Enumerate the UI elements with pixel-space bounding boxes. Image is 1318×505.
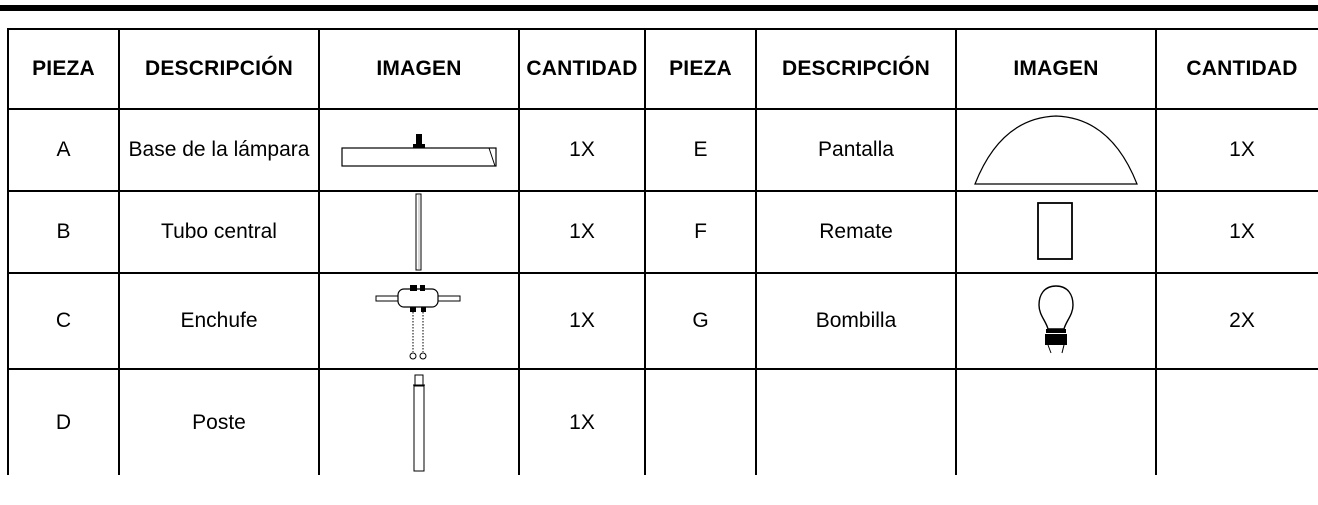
quantity-cell [1155,368,1318,475]
piece-cell: D [7,368,120,475]
header-piece-2: PIEZA [644,28,757,110]
image-cell [318,190,520,274]
image-cell [318,272,520,370]
quantity-cell: 1X [518,190,646,274]
post-icon [413,374,425,471]
piece-cell: C [7,272,120,370]
finial-icon [1037,202,1073,260]
center-tube-icon [415,193,422,271]
piece-cell [644,368,757,475]
description-cell: Poste [118,368,320,475]
description-cell: Enchufe [118,272,320,370]
image-cell [955,368,1157,475]
header-description-2: DESCRIPCIÓN [755,28,957,110]
description-cell [755,368,957,475]
image-cell [955,108,1157,192]
piece-cell: A [7,108,120,192]
table-row: B Tubo central 1X F Remate 1X [7,190,1318,274]
table-row: A Base de la lámpara 1X E Pantalla 1X [7,108,1318,192]
piece-cell: G [644,272,757,370]
header-piece: PIEZA [7,28,120,110]
header-image-2: IMAGEN [955,28,1157,110]
table-row: C Enchufe 1X G Bombilla [7,272,1318,370]
description-cell: Pantalla [755,108,957,192]
image-cell [955,190,1157,274]
image-cell [955,272,1157,370]
top-rule [0,5,1318,11]
quantity-cell: 2X [1155,272,1318,370]
header-image: IMAGEN [318,28,520,110]
table-row: D Poste 1X [7,368,1318,475]
piece-cell: F [644,190,757,274]
quantity-cell: 1X [1155,190,1318,274]
socket-icon [375,285,461,360]
description-cell: Tubo central [118,190,320,274]
description-cell: Bombilla [755,272,957,370]
lampshade-icon [974,115,1138,185]
description-cell: Remate [755,190,957,274]
parts-table: PIEZA DESCRIPCIÓN IMAGEN CANTIDAD PIEZA … [7,28,1318,475]
piece-cell: B [7,190,120,274]
light-bulb-icon [1038,285,1074,354]
header-quantity: CANTIDAD [518,28,646,110]
piece-cell: E [644,108,757,192]
header-quantity-2: CANTIDAD [1155,28,1318,110]
quantity-cell: 1X [518,272,646,370]
lamp-base-icon [341,134,497,167]
quantity-cell: 1X [518,108,646,192]
quantity-cell: 1X [1155,108,1318,192]
image-cell [318,108,520,192]
image-cell [318,368,520,475]
description-cell: Base de la lámpara [118,108,320,192]
header-description: DESCRIPCIÓN [118,28,320,110]
quantity-cell: 1X [518,368,646,475]
header-row: PIEZA DESCRIPCIÓN IMAGEN CANTIDAD PIEZA … [7,28,1318,110]
